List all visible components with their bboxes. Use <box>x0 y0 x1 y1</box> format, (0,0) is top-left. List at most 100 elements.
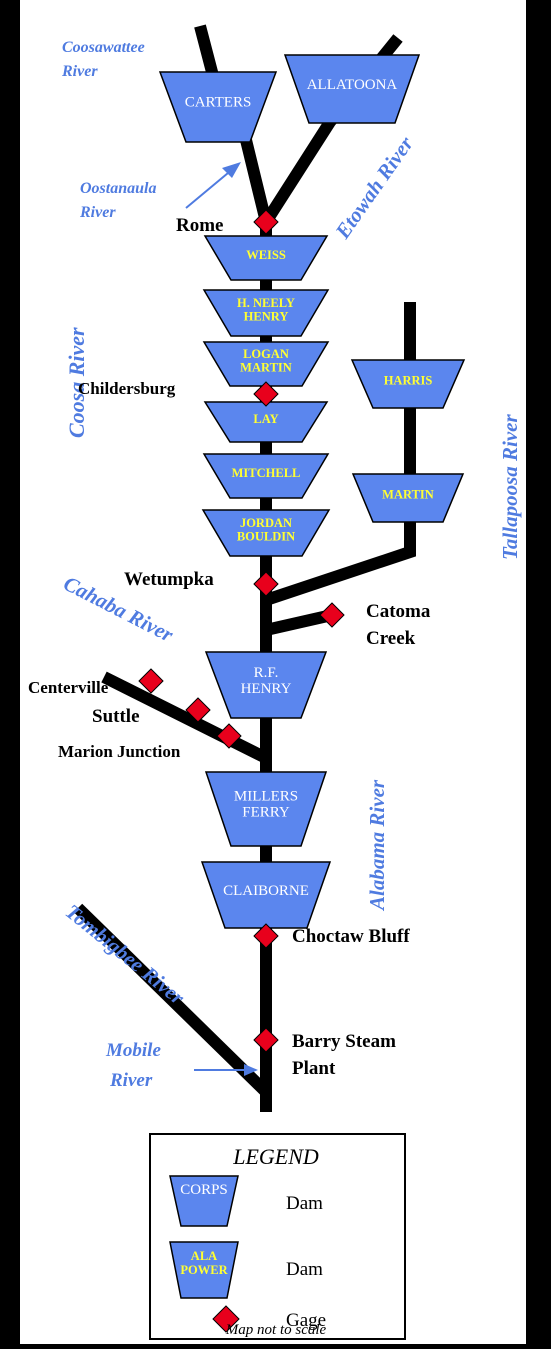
legend-gage-symbol <box>212 1305 240 1333</box>
marion-gage-marker <box>216 723 242 749</box>
rf-henry-dam-label: R.F. <box>254 665 279 681</box>
legend-corps-dam-label: Dam <box>286 1193 323 1214</box>
gage-symbols: RomeChildersburgWetumpkaCatomaCreekCente… <box>28 209 431 1079</box>
legend-apc-dam-label: Dam <box>286 1259 323 1280</box>
coosawattee-river-label-1: Coosawattee <box>62 39 145 56</box>
mobile-river-label-2: River <box>109 1070 153 1091</box>
oostanaula-river-label-2: River <box>79 204 116 221</box>
legend-box <box>149 1133 406 1340</box>
legend-title: LEGEND <box>232 1144 319 1169</box>
jordan-bouldin-dam-label: JORDAN <box>240 516 292 530</box>
logan-martin-dam-label: MARTIN <box>240 361 292 375</box>
claiborne-dam-label: CLAIBORNE <box>223 883 309 899</box>
wetumpka-gage-marker <box>253 571 279 597</box>
legend-corps-symbol-text: CORPS <box>180 1182 228 1198</box>
catoma-gage-label: Creek <box>366 628 416 649</box>
rf-henry-dam-shape <box>204 651 328 719</box>
millers-ferry-dam-label: FERRY <box>242 804 290 820</box>
millers-ferry-dam-shape <box>204 771 328 847</box>
rf-henry-dam: R.F.HENRY <box>204 651 328 719</box>
weiss-dam-label: WEISS <box>246 248 286 262</box>
logan-martin-dam-label: LOGAN <box>243 347 289 361</box>
mitchell-dam-shape <box>202 453 330 499</box>
rome-gage-marker <box>253 209 279 235</box>
jordan-bouldin-dam-label: BOULDIN <box>237 529 295 543</box>
legend-apc-dam-symbol <box>169 1241 239 1299</box>
allatoona-dam-label: ALLATOONA <box>307 77 398 93</box>
suttle-gage: Suttle <box>92 697 211 727</box>
centerville-gage-label: Centerville <box>28 678 109 697</box>
centerville-gage-marker <box>138 668 164 694</box>
coosawattee-river-label-2: River <box>61 63 98 80</box>
martin-dam: MARTIN <box>351 473 465 523</box>
marion-gage-label: Marion Junction <box>58 742 181 761</box>
mobile-river-label-1: Mobile <box>105 1040 161 1061</box>
neely-henry-dam-shape <box>202 289 330 337</box>
carters-dam-label: CARTERS <box>185 95 252 111</box>
legend-note: Map not to scale <box>225 1322 327 1338</box>
millers-ferry-dam-label: MILLERS <box>234 788 298 804</box>
suttle-gage-marker <box>185 697 211 723</box>
lay-dam-label: LAY <box>253 412 278 426</box>
choctaw-gage-label: Choctaw Bluff <box>292 926 410 947</box>
rome-gage: Rome <box>176 209 279 236</box>
mobile-arrow <box>194 1064 258 1076</box>
wetumpka-gage-label: Wetumpka <box>124 569 214 590</box>
childersburg-gage-label: Childersburg <box>78 379 176 398</box>
catoma-creek-line <box>264 609 334 636</box>
suttle-gage-label: Suttle <box>92 706 140 727</box>
cahaba-line <box>101 671 269 764</box>
harris-dam-shape <box>350 359 466 409</box>
coosa-river-label: Coosa River <box>64 327 89 438</box>
weiss-dam-shape <box>203 235 329 281</box>
barry-gage-label: Plant <box>292 1058 336 1079</box>
carters-dam-shape <box>158 71 278 143</box>
claiborne-dam: CLAIBORNE <box>200 861 332 929</box>
alabama-river-label: Alabama River <box>365 779 389 912</box>
marion-gage: Marion Junction <box>58 723 242 761</box>
allatoona-dam-shape <box>283 54 421 124</box>
neely-henry-dam-label: HENRY <box>244 309 289 323</box>
barry-gage-marker <box>253 1027 279 1053</box>
neely-henry-dam-label: H. NEELY <box>237 296 295 310</box>
catoma-gage-marker <box>319 602 345 628</box>
tallapoosa-river-label: Tallapoosa River <box>498 414 522 560</box>
martin-dam-label: MARTIN <box>382 488 434 502</box>
mitchell-dam: MITCHELL <box>202 453 330 499</box>
harris-dam: HARRIS <box>350 359 466 409</box>
oostanaula-river-label-1: Oostanaula <box>80 180 156 197</box>
legend-gage-label: Gage <box>286 1310 326 1331</box>
legend-apc-symbol-text-1: ALA <box>191 1249 217 1263</box>
legend-apc-symbol-text-2: POWER <box>180 1263 228 1277</box>
jordan-bouldin-dam-shape <box>201 509 331 557</box>
childersburg-gage-marker <box>253 381 279 407</box>
logan-martin-dam-shape <box>202 341 330 387</box>
martin-dam-shape <box>351 473 465 523</box>
legend-corps-dam-symbol <box>169 1175 239 1227</box>
harris-dam-label: HARRIS <box>384 374 433 388</box>
allatoona-dam: ALLATOONA <box>283 54 421 124</box>
catoma-gage-label: Catoma <box>366 601 431 622</box>
choctaw-gage-marker <box>253 923 279 949</box>
lay-dam-shape <box>203 401 329 443</box>
lay-dam: LAY <box>203 401 329 443</box>
childersburg-gage: Childersburg <box>78 379 279 407</box>
legend: LEGEND CORPS Dam ALA POWER Dam Gage Map … <box>149 1133 406 1340</box>
oostanaula-arrow <box>185 162 241 209</box>
wetumpka-gage: Wetumpka <box>124 569 279 597</box>
tombigbee-line <box>73 903 271 1097</box>
rome-gage-label: Rome <box>176 215 223 236</box>
mitchell-dam-label: MITCHELL <box>232 466 301 480</box>
claiborne-dam-shape <box>200 861 332 929</box>
rf-henry-dam-label: HENRY <box>241 681 292 697</box>
choctaw-gage: Choctaw Bluff <box>253 923 410 949</box>
barry-gage-label: Barry Steam <box>292 1031 396 1052</box>
